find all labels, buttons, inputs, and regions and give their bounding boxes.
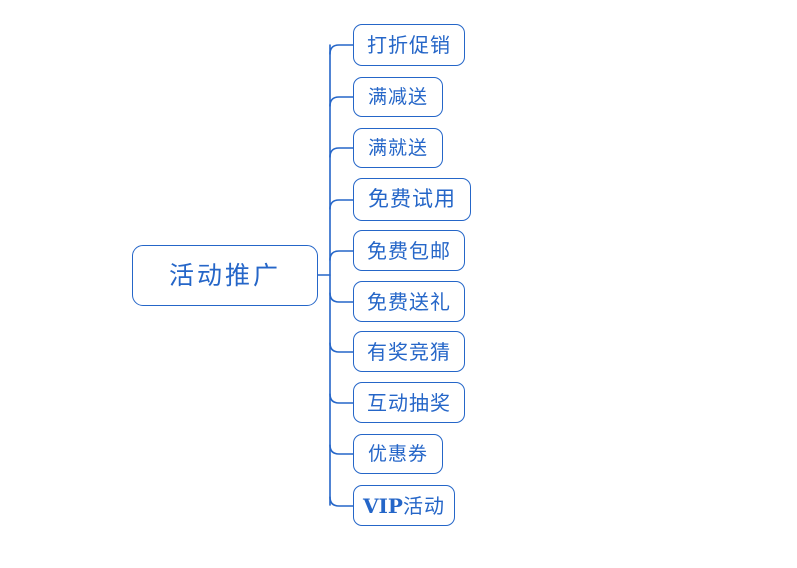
child-node-label: VIP活动 (363, 496, 445, 516)
child-node[interactable]: 免费包邮 (353, 230, 465, 271)
root-node-activity-promotion[interactable]: 活动推广 (132, 245, 318, 306)
child-node-label: 优惠券 (367, 442, 428, 465)
branch-line-2 (329, 96, 354, 107)
child-node-label: 免费试用 (368, 187, 456, 211)
branch-line-5 (329, 250, 354, 261)
child-node-label: 互动抽奖 (367, 390, 451, 415)
child-node-label: 满就送 (367, 136, 428, 159)
root-node-label: 活动推广 (168, 261, 281, 290)
child-node[interactable]: 免费送礼 (353, 281, 465, 322)
child-node-label: 有奖竞猜 (367, 339, 451, 364)
child-node-label: 打折促销 (367, 33, 451, 57)
child-node[interactable]: 满就送 (353, 128, 443, 168)
branch-line-3 (329, 147, 354, 158)
child-node[interactable]: 互动抽奖 (353, 382, 465, 423)
child-node-label: 满减送 (367, 85, 428, 108)
child-node[interactable]: 优惠券 (353, 434, 443, 474)
child-node-label: 免费送礼 (367, 289, 451, 314)
child-node[interactable]: 有奖竞猜 (353, 331, 465, 372)
branch-line-4 (329, 199, 354, 210)
branch-line-8 (329, 393, 354, 404)
child-node[interactable]: VIP活动 (353, 485, 455, 526)
branch-line-7 (329, 342, 354, 353)
child-node-label: 免费包邮 (367, 238, 451, 263)
child-node-label-latin: VIP (363, 493, 403, 518)
child-node-label-cjk: 活动 (402, 493, 445, 518)
branch-line-9 (329, 444, 354, 455)
child-node[interactable]: 满减送 (353, 77, 443, 117)
branch-line-1 (329, 44, 354, 55)
child-node[interactable]: 打折促销 (353, 24, 465, 66)
branch-line-10 (329, 496, 354, 507)
branch-line-6 (329, 292, 354, 303)
child-node[interactable]: 免费试用 (353, 178, 471, 221)
